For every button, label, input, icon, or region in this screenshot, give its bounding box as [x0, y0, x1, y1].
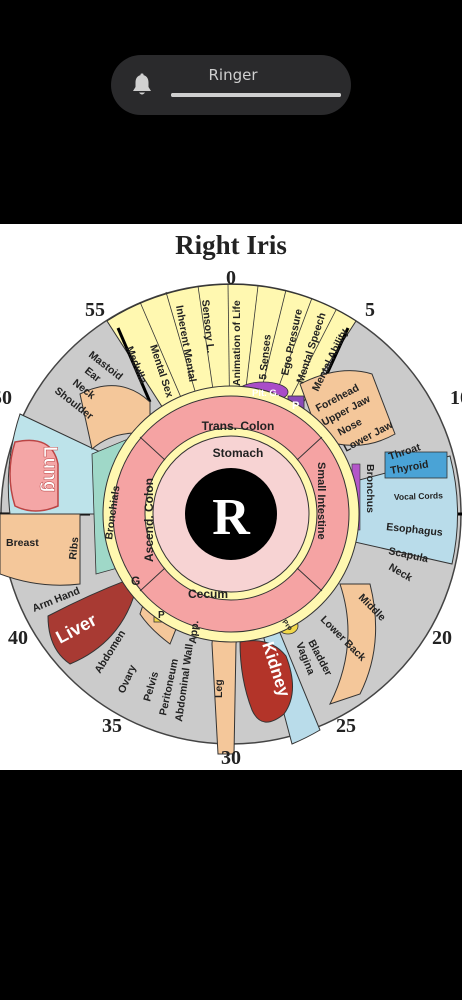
- zone-p-bottom: P: [158, 610, 165, 621]
- liver-organ: [47, 578, 135, 665]
- zone-vocal-cords: Vocal Cords: [394, 490, 444, 502]
- clock-0: 0: [226, 267, 236, 289]
- zone-breast: Breast: [6, 537, 39, 549]
- zone-esophagus: Esophagus: [386, 521, 444, 539]
- pupil: [185, 468, 277, 560]
- zone-small-intestine: Small Intestine: [315, 462, 327, 540]
- pupil-letter: R: [212, 489, 251, 546]
- iris-chart-image: Right Iris: [0, 224, 462, 770]
- zone-ribs: Ribs: [67, 536, 81, 560]
- clock-35: 35: [102, 715, 122, 737]
- ringer-label: Ringer: [208, 66, 258, 84]
- zone-app: App.: [187, 620, 201, 645]
- bell-icon: [133, 73, 151, 95]
- clock-50: 50: [0, 387, 12, 409]
- zone-lung: Lung: [39, 446, 60, 492]
- clock-10: 10: [450, 387, 462, 409]
- zone-bronchus: Bronchus: [364, 464, 376, 513]
- lung-organ: [9, 439, 59, 512]
- clock-30: 30: [221, 747, 241, 769]
- zone-p-top: P: [292, 400, 299, 412]
- zone-animation-of-life: Animation of Life: [231, 300, 243, 386]
- iris-chart-svg: Right Iris: [0, 230, 462, 769]
- zone-sensory-l: Sensory L.: [199, 299, 217, 354]
- zone-leg: Leg: [213, 679, 225, 698]
- zone-ascend-colon: Ascend. Colon: [142, 478, 156, 562]
- zone-g: G: [131, 574, 140, 588]
- clock-25: 25: [336, 715, 356, 737]
- thyroid-box: [384, 451, 448, 479]
- ringer-volume-fill: [171, 93, 341, 97]
- zone-5-senses: 5 Senses: [257, 334, 274, 381]
- legs-shape: [329, 583, 377, 705]
- zone-cecum: Cecum: [188, 587, 228, 601]
- clock-20: 20: [432, 627, 452, 649]
- zone-trans-colon: Trans. Colon: [202, 419, 275, 433]
- breast-shape: [0, 513, 81, 586]
- ringer-volume-slider[interactable]: [171, 93, 341, 97]
- clock-55: 55: [85, 299, 105, 321]
- zone-pit-g: Pit. G.: [252, 388, 279, 399]
- ringer-notification[interactable]: Ringer: [111, 55, 351, 115]
- kidney-organ: [239, 640, 293, 723]
- chart-title: Right Iris: [175, 230, 287, 260]
- intestine-dividers: [139, 436, 323, 592]
- clock-40: 40: [8, 627, 28, 649]
- clock-5: 5: [365, 299, 375, 321]
- zone-stomach: Stomach: [213, 446, 264, 460]
